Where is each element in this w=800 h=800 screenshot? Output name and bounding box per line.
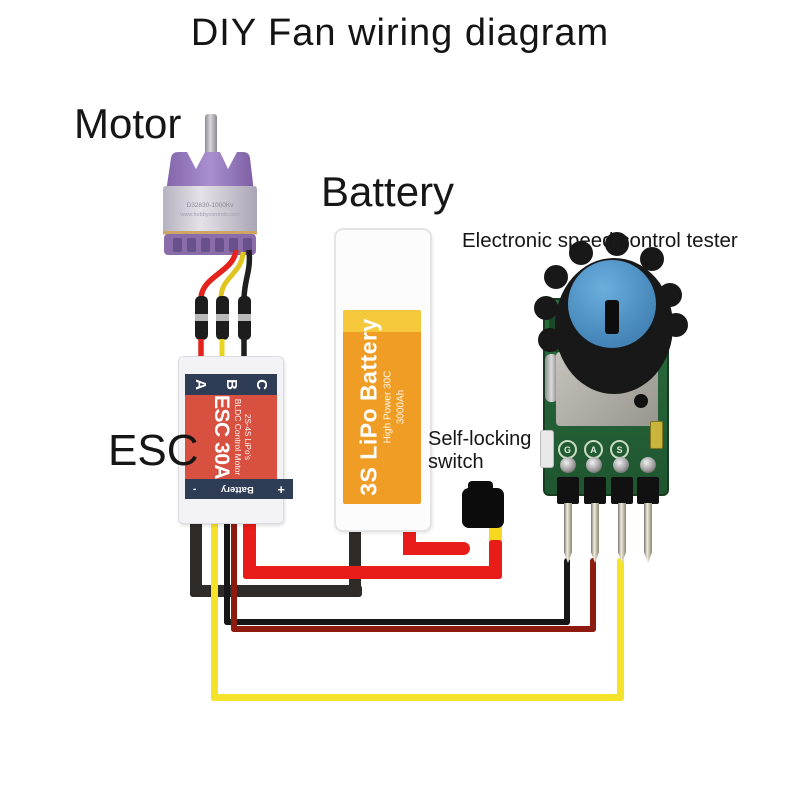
battery-sticker-strip (343, 310, 421, 332)
solder-joint (640, 457, 656, 473)
wire-signal-darkred-riser (590, 558, 596, 632)
battery-spec1-text: High Power 30C (382, 370, 394, 444)
esc-minus-mark: - (193, 483, 197, 495)
side-connector (540, 430, 554, 468)
tester-pin-ground (564, 503, 572, 563)
tester-pin-spare (644, 503, 652, 563)
esc-battery-text: Battery (220, 483, 254, 495)
motor-shaft (205, 114, 217, 156)
wire-black-battery-vertical (349, 524, 361, 597)
wire-switch-stub-yellow (489, 524, 502, 544)
esc-cells-text: 2S-4S LiPo's (243, 414, 252, 460)
solder-joint (586, 457, 602, 473)
wire-signal-darkred-vertical (231, 517, 237, 632)
capacitor (545, 354, 558, 402)
wire-yellow-vertical (211, 517, 218, 701)
pin-header (611, 477, 633, 504)
wire-signal-black-horizontal (224, 619, 570, 625)
battery-pack: 3S LiPo Battery High Power 30C 3000Ah (334, 228, 432, 532)
tester-pin-power (591, 503, 599, 563)
pin-header (557, 477, 579, 504)
pin-header (584, 477, 606, 504)
wire-red-battery-horizontal (403, 542, 470, 555)
bullet-connectors (195, 296, 251, 340)
knob-scallop (544, 265, 568, 289)
knob-pointer (605, 300, 619, 334)
wire-yellow-horizontal (211, 694, 624, 701)
esc-phase-a: A (191, 379, 209, 390)
knob-scallop (569, 241, 593, 265)
esc-label: ESC (108, 426, 199, 475)
battery-label: Battery (321, 168, 455, 215)
wire-signal-black-vertical (224, 517, 230, 625)
wire-signal-black-riser (564, 558, 570, 625)
tester-label: Electronic speed control tester (462, 229, 738, 252)
motor-model-text: D32830-1000Kv (187, 202, 235, 209)
esc-phase-c: C (253, 379, 271, 390)
esc-phase-b: B (222, 379, 240, 390)
motor-wire-yellow (218, 251, 246, 299)
potentiometer-hole (634, 394, 648, 408)
solder-joint (613, 457, 629, 473)
solder-joint (560, 457, 576, 473)
esc-battery-band: - Battery + (185, 479, 293, 499)
wire-black-esc-vertical (190, 517, 202, 597)
motor-bell (166, 152, 254, 192)
wire-red-esc-vertical (243, 517, 256, 579)
page-title: DIY Fan wiring diagram (190, 12, 610, 54)
switch-label: Self-locking switch (428, 428, 532, 473)
wire-red-horizontal (243, 566, 502, 579)
battery-spec2-text: 3000Ah (395, 389, 407, 425)
esc-plus-mark: + (277, 481, 285, 497)
motor-base-slots (173, 238, 252, 252)
led-component (650, 421, 663, 449)
esc-body: 2S-4S LiPo's BLDC Control Motor ESC 30A (185, 395, 277, 479)
motor-wire-red (198, 249, 239, 299)
wire-signal-darkred-horizontal (231, 626, 596, 632)
battery-name-text: 3S LiPo Battery (355, 318, 382, 496)
wire-yellow-riser (617, 558, 624, 701)
motor-label: Motor (74, 100, 182, 147)
tester-pin-signal (618, 503, 626, 563)
esc-type-text: BLDC Control Motor (233, 398, 243, 476)
esc-phase-band: A B C (185, 374, 277, 395)
motor: D32830-1000Kv www.hobbycontrols.com (163, 114, 257, 359)
motor-wire-black (241, 249, 253, 299)
motor-body (163, 186, 257, 233)
motor-gold-ring (163, 231, 257, 235)
wire-red-switch-riser (489, 540, 502, 579)
knob-scallop (534, 296, 558, 320)
esc-module: A B C 2S-4S LiPo's BLDC Control Motor ES… (178, 356, 293, 524)
esc-name-text: ESC 30A (210, 395, 233, 479)
battery-sticker: 3S LiPo Battery High Power 30C 3000Ah (343, 310, 421, 504)
self-locking-switch (462, 488, 504, 528)
pin-header (637, 477, 659, 504)
knob-scallop (605, 232, 629, 256)
motor-website-text: www.hobbycontrols.com (179, 212, 240, 218)
